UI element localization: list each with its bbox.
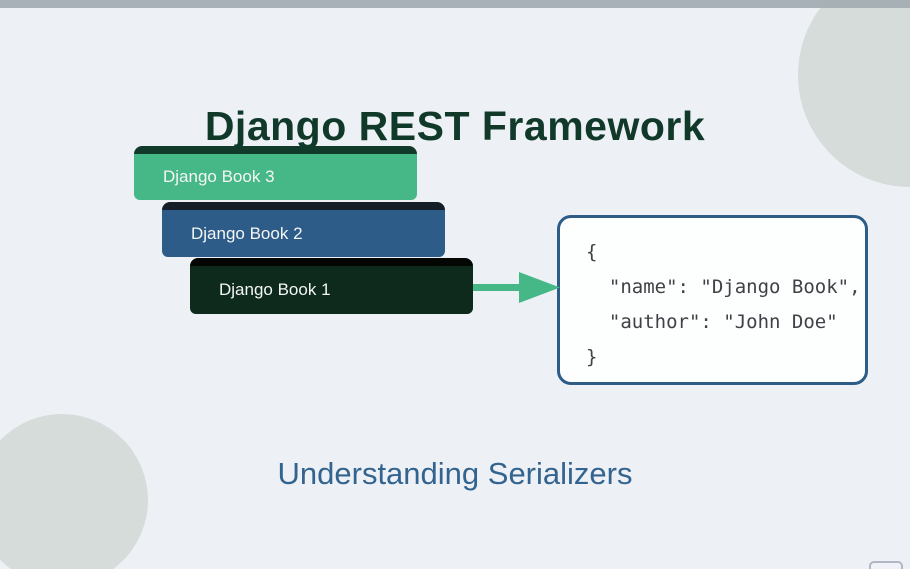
book-card-3: Django Book 3 — [134, 146, 417, 200]
top-gray-bar — [0, 0, 910, 8]
slide-title: Django REST Framework — [204, 103, 706, 149]
code-line: } — [586, 346, 598, 368]
json-output-panel: { "name": "Django Book", "author": "John… — [557, 215, 868, 385]
decorative-circle-top-right — [798, 0, 910, 187]
corner-button-partial[interactable] — [869, 561, 903, 569]
book-card-3-top-bar — [134, 146, 417, 154]
book-card-2-body: Django Book 2 — [162, 210, 445, 257]
decorative-circle-bottom-left — [0, 414, 148, 569]
book-card-2-label: Django Book 2 — [191, 223, 303, 243]
book-card-1-top-bar — [190, 258, 473, 266]
book-card-2: Django Book 2 — [162, 202, 445, 257]
book-card-3-label: Django Book 3 — [163, 167, 275, 186]
book-card-2-top-bar — [162, 202, 445, 210]
json-code-block: { "name": "Django Book", "author": "John… — [560, 218, 865, 375]
book-card-3-body: Django Book 3 — [134, 154, 417, 200]
code-line: { — [586, 241, 598, 263]
book-card-1: Django Book 1 — [190, 258, 473, 314]
code-line: "name": "Django Book", — [586, 276, 861, 298]
code-line: "author": "John Doe" — [586, 311, 838, 333]
book-card-1-label: Django Book 1 — [219, 280, 331, 299]
slide-subtitle: Understanding Serializers — [277, 456, 633, 491]
arrow-right-icon — [473, 269, 561, 306]
book-card-1-body: Django Book 1 — [190, 266, 473, 314]
